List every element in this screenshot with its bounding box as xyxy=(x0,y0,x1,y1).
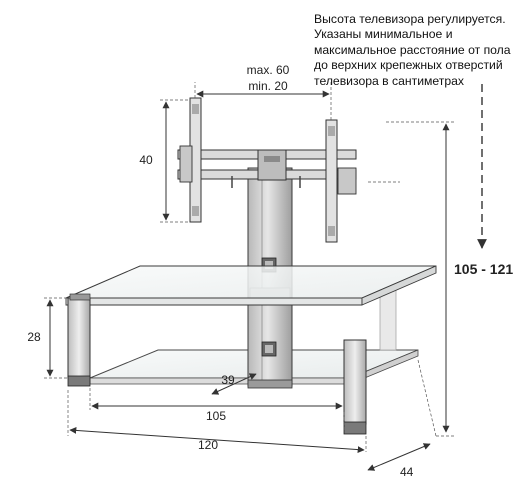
height-adjustment-note: Высота телевизора регулируется. Указаны … xyxy=(314,12,511,88)
bracket-max-label: max. 60 xyxy=(247,63,290,77)
shelf-height-dimension: 28 xyxy=(27,297,68,379)
depth-dimension: 44 xyxy=(367,359,437,479)
total-width-dimension: 120 xyxy=(67,390,367,454)
bracket-height-dimension: 40 xyxy=(139,99,190,223)
inner-width-label: 105 xyxy=(206,409,226,423)
bracket-height-label: 40 xyxy=(139,153,153,167)
column-depth-dimension: 39 xyxy=(211,373,257,395)
height-range-dimension: 105 - 121 xyxy=(368,121,520,437)
tv-bracket xyxy=(177,97,357,243)
depth-label: 44 xyxy=(400,465,414,479)
column-depth-label: 39 xyxy=(221,373,235,387)
height-range-label: 105 - 121 xyxy=(454,261,513,277)
front-left-leg xyxy=(67,293,91,387)
top-shelf xyxy=(65,265,437,306)
back-legs xyxy=(379,289,397,351)
front-right-leg xyxy=(343,339,367,435)
total-width-label: 120 xyxy=(198,438,218,452)
shelf-height-label: 28 xyxy=(27,330,41,344)
bracket-min-label: min. 20 xyxy=(248,79,288,93)
bracket-width-dimension: max. 60 min. 20 xyxy=(194,63,332,120)
inner-width-dimension: 105 xyxy=(89,388,345,430)
